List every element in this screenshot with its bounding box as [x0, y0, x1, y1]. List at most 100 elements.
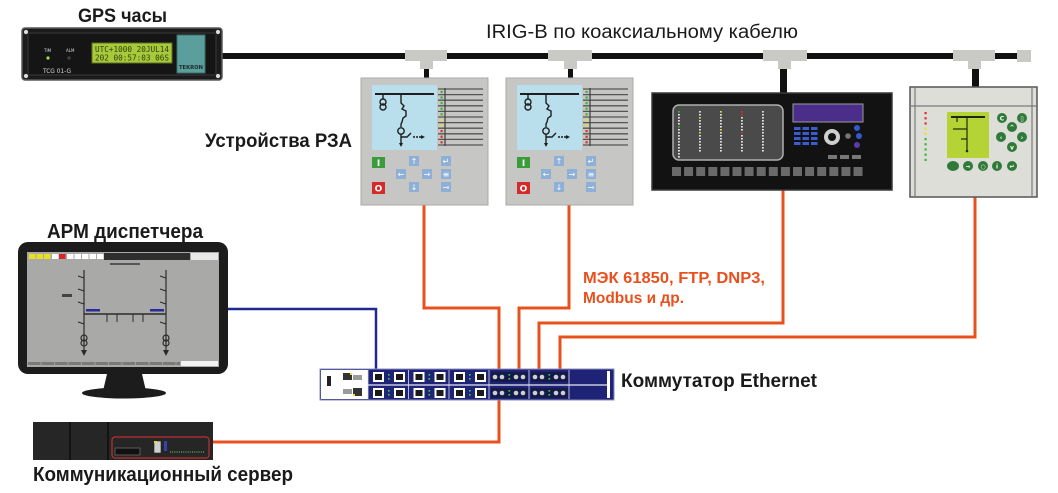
bcu-purple-button[interactable]	[854, 142, 860, 148]
bcu-status-led-icon	[720, 147, 722, 149]
mgmt-port-icon[interactable]	[353, 388, 362, 396]
bcu-function-key[interactable]	[684, 167, 694, 176]
relay-close-button[interactable]: I	[517, 157, 530, 169]
bcu-keypad-key[interactable]	[794, 132, 801, 135]
bcu-function-key[interactable]	[756, 167, 766, 176]
rj45-port[interactable]	[413, 372, 425, 382]
rj45-port[interactable]	[434, 388, 446, 398]
relay-nav-key[interactable]: ≡	[586, 169, 596, 179]
feeder-arrow-icon	[163, 350, 169, 356]
communication-server[interactable]	[33, 422, 213, 460]
bcu-keypad-key[interactable]	[811, 142, 818, 145]
bcu-function-key[interactable]	[853, 167, 863, 176]
bcu-function-key[interactable]	[768, 167, 778, 176]
rj45-port[interactable]	[454, 388, 465, 398]
bcu-softkey[interactable]	[828, 155, 837, 159]
operator-workstation-monitor[interactable]	[18, 242, 228, 399]
relay-nav-key[interactable]: ←	[396, 169, 406, 179]
relay-open-button[interactable]: O	[517, 182, 530, 195]
relay-nav-key[interactable]: ↑	[554, 156, 564, 166]
bcu-keypad-key[interactable]	[802, 142, 810, 145]
relay-close-button[interactable]: I	[372, 157, 385, 169]
bcu-blue-button[interactable]	[854, 125, 860, 131]
relay-nav-key[interactable]: ⊸	[586, 182, 596, 192]
gps-clock[interactable]: TIM ALM TCG 01-G UTC+1000 20JUL14 202 00…	[21, 27, 223, 81]
bcu-keypad-key[interactable]	[794, 137, 801, 140]
sfp-port-group[interactable]	[491, 372, 528, 382]
rj45-port[interactable]	[373, 388, 384, 398]
rj45-port[interactable]	[373, 372, 384, 382]
rj45-port[interactable]	[394, 372, 405, 382]
terminal-keypad-button[interactable]: ›	[1017, 132, 1027, 142]
terminal-function-button[interactable]	[947, 161, 959, 171]
rj45-port[interactable]	[434, 372, 446, 382]
bcu-function-key[interactable]	[793, 167, 802, 176]
bcu-keypad-key[interactable]	[794, 142, 801, 145]
bcu-keypad-key[interactable]	[794, 127, 801, 130]
rj45-port[interactable]	[413, 388, 425, 398]
bcu-function-key[interactable]	[672, 167, 681, 176]
relay-open-button[interactable]: O	[372, 182, 385, 195]
server-vga-port-icon[interactable]	[164, 441, 167, 451]
bcu-function-key[interactable]	[708, 167, 718, 176]
rj45-port[interactable]	[454, 372, 465, 382]
bcu-keypad-key[interactable]	[802, 137, 810, 140]
console-port-icon[interactable]	[327, 376, 331, 386]
relay-nav-key[interactable]: →	[567, 169, 577, 179]
terminal-function-button[interactable]: i	[992, 161, 1002, 171]
bcu-softkey[interactable]	[852, 155, 861, 159]
sfp-port-group[interactable]	[531, 372, 568, 382]
relay-nav-key[interactable]: →	[422, 169, 432, 179]
port-link-led	[428, 378, 431, 380]
relay-nav-key[interactable]: ≡	[441, 169, 451, 179]
relay-nav-key[interactable]: ↵	[441, 156, 451, 166]
relay-nav-key[interactable]: ↵	[586, 156, 596, 166]
rj45-port[interactable]	[394, 388, 405, 398]
protection-relay-1[interactable]: I O ↑← →↓ ↵ ≡ ⊸	[360, 77, 489, 206]
server-lan-port-icon[interactable]	[153, 440, 162, 454]
rj45-port[interactable]	[475, 372, 486, 382]
terminal-function-button[interactable]: ○	[978, 161, 988, 171]
sfp-port-group[interactable]	[491, 388, 528, 398]
bcu-function-key[interactable]	[841, 167, 851, 176]
terminal-keypad-button[interactable]: v	[1007, 142, 1017, 152]
field-terminal[interactable]: C ▯^‹ ›v ⊸ ○ i ↵	[909, 86, 1038, 198]
bcu-softkey[interactable]	[840, 155, 849, 159]
bcu-keypad-key[interactable]	[811, 127, 818, 130]
bcu-keypad-key[interactable]	[802, 127, 810, 130]
terminal-keypad-button[interactable]: ‹	[996, 132, 1006, 142]
bcu-function-key[interactable]	[744, 167, 754, 176]
sfp-port-group[interactable]	[531, 388, 568, 398]
bcu-function-key[interactable]	[732, 167, 742, 176]
protection-relay-2[interactable]: I O ↑← →↓ ↵ ≡ ⊸	[505, 77, 634, 206]
bay-control-unit[interactable]	[651, 92, 893, 191]
bcu-function-key[interactable]	[817, 167, 827, 176]
relay-nav-key[interactable]: ⊸	[441, 182, 451, 192]
relay-nav-key[interactable]: ↓	[409, 182, 419, 192]
bcu-keypad-key[interactable]	[811, 137, 818, 140]
server-drive-slot[interactable]	[114, 447, 141, 456]
bcu-keypad-key[interactable]	[802, 132, 810, 135]
bcu-ok-button[interactable]	[845, 133, 851, 139]
ethernet-switch[interactable]	[319, 368, 615, 401]
terminal-keypad-button[interactable]: ^	[1007, 122, 1017, 132]
bcu-function-key[interactable]	[696, 167, 706, 176]
terminal-function-button[interactable]: ↵	[1007, 161, 1017, 171]
mgmt-sfp-icon[interactable]	[343, 389, 352, 394]
bcu-function-key[interactable]	[805, 167, 815, 176]
monitor-header-bar	[104, 253, 190, 260]
bcu-blue-button[interactable]	[856, 133, 862, 139]
bcu-function-key[interactable]	[829, 167, 839, 176]
terminal-function-button[interactable]: ⊸	[963, 161, 973, 171]
terminal-keypad-button[interactable]: ▯	[1017, 113, 1027, 123]
bcu-function-key[interactable]	[780, 167, 790, 176]
relay-nav-key[interactable]: ←	[541, 169, 551, 179]
mgmt-sfp-icon[interactable]	[353, 375, 362, 380]
relay-nav-key[interactable]: ↑	[409, 156, 419, 166]
mgmt-port-icon[interactable]	[343, 373, 352, 380]
rj45-port[interactable]	[475, 388, 486, 398]
terminal-keypad-button[interactable]: C	[997, 113, 1007, 123]
relay-nav-key[interactable]: ↓	[554, 182, 564, 192]
bcu-keypad-key[interactable]	[811, 132, 818, 135]
bcu-function-key[interactable]	[720, 167, 730, 176]
